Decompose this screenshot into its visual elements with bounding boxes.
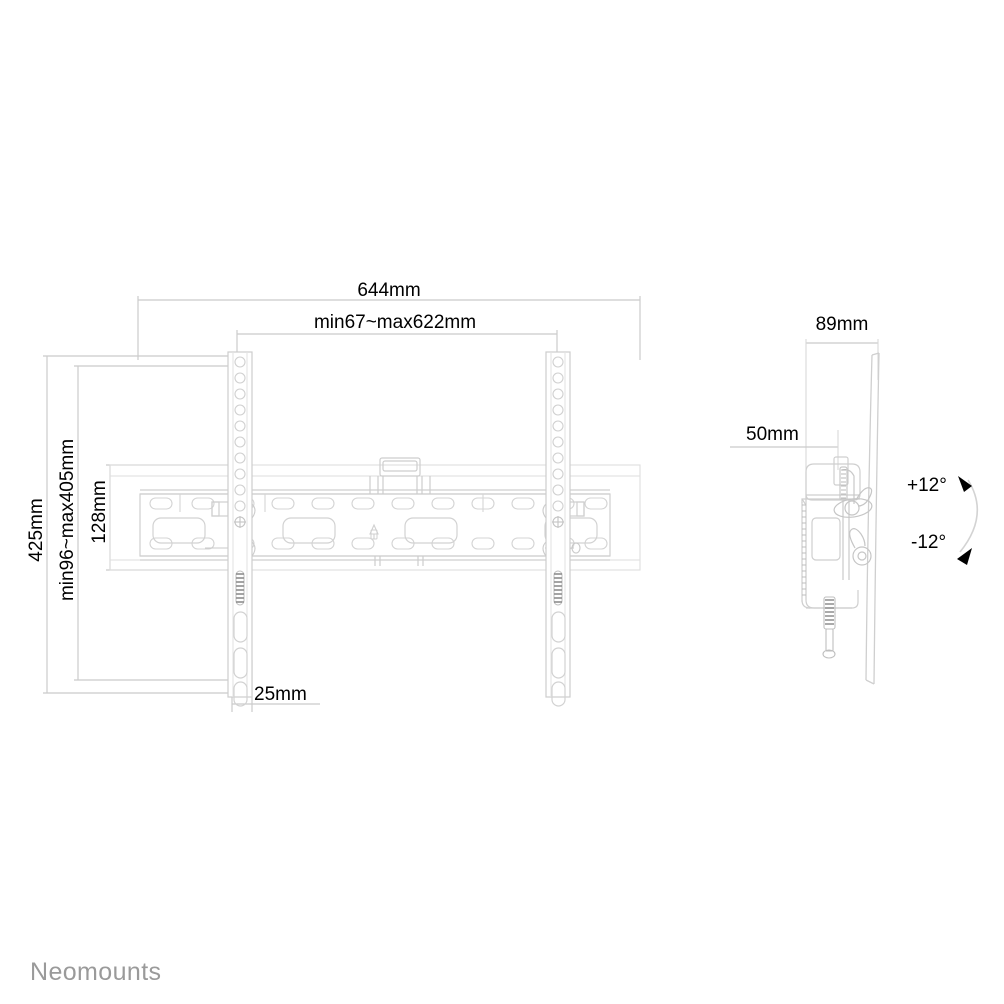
rail-right-slots — [551, 611, 566, 707]
dim-mount-width-range — [236, 330, 558, 360]
rail-right-threaded-marker — [553, 570, 563, 606]
center-clip — [369, 457, 431, 494]
dim-height-range — [74, 365, 240, 681]
tilt-lever-upper — [833, 487, 873, 518]
dim-overall-width — [137, 296, 641, 360]
side-rail-hatch — [841, 469, 846, 499]
horizontal-mount-bar — [139, 489, 611, 561]
label-depth-offset: 25mm — [254, 684, 307, 705]
side-mount-mechanism — [801, 456, 861, 609]
label-side-depth: 89mm — [816, 314, 869, 335]
label-bar-height: 128mm — [89, 480, 110, 543]
rail-left-mid-marker — [234, 516, 246, 528]
vertical-rail-left — [227, 351, 256, 707]
side-bottom-screw — [822, 596, 836, 659]
rail-right-round-holes — [552, 356, 564, 512]
side-view-group — [730, 339, 979, 685]
rail-left-slots — [233, 611, 248, 707]
orientation-arrow-icon — [369, 523, 379, 540]
vertical-rail-right — [542, 351, 571, 707]
center-clip-lower — [374, 556, 424, 566]
label-tilt-up: +12° — [907, 475, 947, 496]
side-mount-hatch — [802, 504, 806, 596]
rail-right-tabs — [542, 503, 547, 557]
bar-large-cutouts — [152, 517, 598, 544]
label-overall-width: 644mm — [357, 280, 420, 301]
label-mount-width-range: min67~max622mm — [314, 312, 476, 333]
screen-panel-profile — [865, 352, 880, 685]
rail-left-tabs — [251, 503, 256, 557]
label-height-range: min96~max405mm — [57, 439, 78, 601]
front-view-group — [43, 296, 641, 712]
rail-right-mid-marker — [552, 516, 564, 528]
label-wall-offset: 50mm — [746, 424, 799, 445]
tilt-lever-lower — [849, 528, 872, 566]
side-rail-bracket — [839, 466, 855, 580]
label-tilt-down: -12° — [911, 532, 946, 553]
rail-left-threaded-marker — [235, 570, 245, 606]
label-overall-height: 425mm — [26, 498, 47, 561]
tilt-arc-indicator — [957, 476, 979, 565]
brand-logo: Neomounts — [30, 958, 161, 986]
dim-overall-height — [43, 355, 240, 694]
rail-left-round-holes — [234, 356, 246, 512]
dim-wall-offset — [730, 430, 839, 470]
